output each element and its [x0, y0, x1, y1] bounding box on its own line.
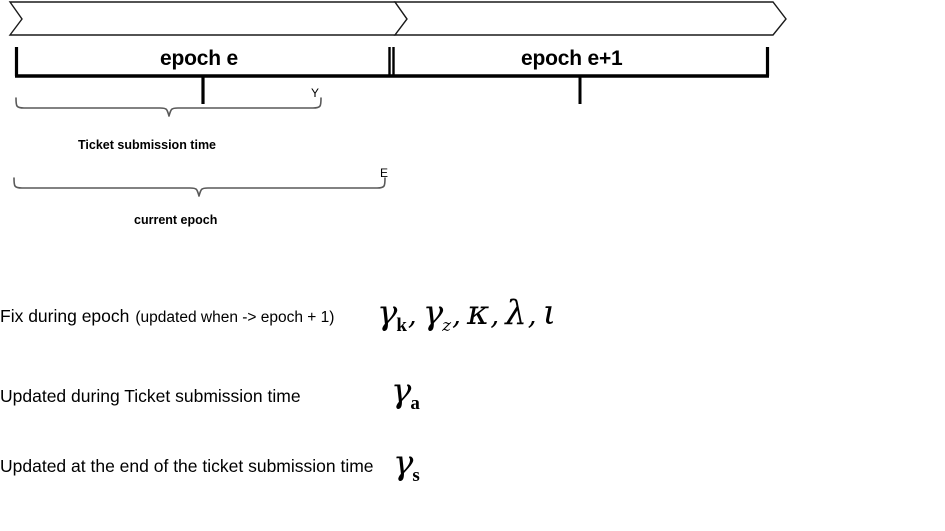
ribbon-segment-epoch-e1	[393, 1, 787, 36]
gamma-icon: γ	[391, 371, 412, 411]
subscript-a: a	[410, 393, 420, 414]
brace-end-label-Y: Y	[311, 86, 320, 100]
subscript-s: s	[412, 465, 420, 486]
legend-updated-main-text: Updated during Ticket submission time	[0, 386, 301, 406]
timeline-ribbon	[8, 1, 787, 36]
ribbon-segment-epoch-e	[8, 1, 408, 36]
legend-fix-note-text: (updated when -> epoch + 1)	[135, 309, 335, 326]
current-epoch-caption: current epoch	[134, 213, 218, 227]
subscript-z: z	[442, 316, 452, 336]
comma-separator: ,	[527, 298, 537, 331]
gamma-icon: γ	[393, 443, 414, 483]
legend-fix-symbols: γk,γz,κ,λ,ι	[377, 296, 556, 337]
legend-row-updated: Updated during Ticket submission time	[0, 386, 301, 426]
lambda-icon: λ	[505, 293, 527, 333]
comma-separator: ,	[407, 298, 417, 331]
subscript-k: k	[396, 315, 407, 336]
comma-separator: ,	[490, 298, 500, 331]
epoch-axis	[14, 47, 770, 104]
gamma-icon: γ	[422, 293, 444, 333]
epoch-e-label: epoch e	[160, 47, 238, 70]
epoch-e1-label: epoch e+1	[521, 47, 623, 70]
current-epoch-brace	[13, 177, 386, 197]
ticket-submission-brace	[15, 97, 322, 117]
legend-end-main-text: Updated at the end of the ticket submiss…	[0, 456, 374, 476]
legend-row-end: Updated at the end of the ticket submiss…	[0, 456, 374, 496]
ticket-submission-caption: Ticket submission time	[78, 138, 217, 152]
legend-row-fix: Fix during epoch (updated when -> epoch …	[0, 306, 334, 346]
brace-path	[15, 97, 322, 117]
legend-updated-symbols: γa	[391, 374, 420, 415]
legend-fix-main-text: Fix during epoch	[0, 306, 130, 326]
iota-icon: ι	[542, 293, 557, 333]
gamma-icon: γ	[377, 293, 398, 333]
brace-path	[13, 177, 386, 197]
comma-separator: ,	[452, 298, 462, 331]
legend-end-symbols: γs	[393, 446, 420, 487]
kappa-icon: κ	[467, 293, 490, 333]
brace-end-label-E: E	[380, 166, 389, 180]
